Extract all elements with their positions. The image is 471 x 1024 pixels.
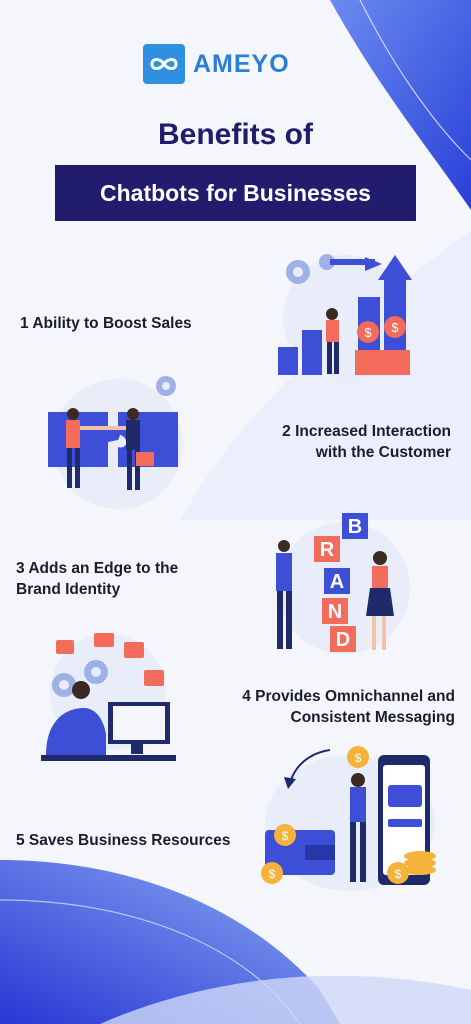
svg-text:$: $ bbox=[355, 751, 362, 765]
benefit-3-line1: 3 Adds an Edge to the bbox=[16, 560, 179, 577]
subtitle-banner: Chatbots for Businesses bbox=[55, 165, 416, 221]
benefit-2-label: 2 Increased Interaction with the Custome… bbox=[282, 421, 451, 463]
page-subtitle: Chatbots for Businesses bbox=[100, 179, 371, 206]
svg-text:$: $ bbox=[391, 320, 399, 335]
wallet-coins-icon: $ $ $ $ bbox=[261, 746, 436, 891]
brand-name: AMEYO bbox=[193, 49, 290, 78]
svg-text:$: $ bbox=[364, 325, 372, 340]
handshake-puzzle-icon bbox=[48, 376, 183, 509]
growth-chart-icon: $ $ bbox=[278, 254, 412, 379]
svg-text:$: $ bbox=[395, 867, 402, 881]
brand-blocks-illustration: R B A N D bbox=[276, 513, 410, 654]
brand-letter-d: D bbox=[336, 629, 350, 651]
ameyo-logo: AMEYO bbox=[143, 44, 290, 84]
brand-letter-a: A bbox=[330, 571, 344, 593]
svg-text:$: $ bbox=[282, 829, 289, 843]
brand-letter-r: R bbox=[320, 539, 335, 561]
benefit-1-label: 1 Ability to Boost Sales bbox=[20, 315, 192, 332]
svg-text:$: $ bbox=[269, 867, 276, 881]
benefit-4-line1: 4 Provides Omnichannel and bbox=[242, 688, 455, 705]
support-agent-icon bbox=[41, 633, 176, 761]
benefit-5-label: 5 Saves Business Resources bbox=[16, 832, 231, 849]
benefit-3-label: 3 Adds an Edge to the Brand Identity bbox=[16, 558, 178, 600]
benefit-4-label: 4 Provides Omnichannel and Consistent Me… bbox=[242, 686, 455, 728]
brand-letter-n: N bbox=[328, 601, 342, 623]
page-title: Benefits of bbox=[157, 118, 313, 151]
infinity-icon bbox=[143, 44, 185, 84]
benefit-3-line2: Brand Identity bbox=[16, 581, 121, 598]
brand-letter-b: B bbox=[348, 516, 362, 538]
benefit-2-line1: 2 Increased Interaction bbox=[282, 423, 451, 440]
benefit-4-line2: Consistent Messaging bbox=[290, 709, 456, 726]
benefit-2-line2: with the Customer bbox=[315, 444, 451, 461]
